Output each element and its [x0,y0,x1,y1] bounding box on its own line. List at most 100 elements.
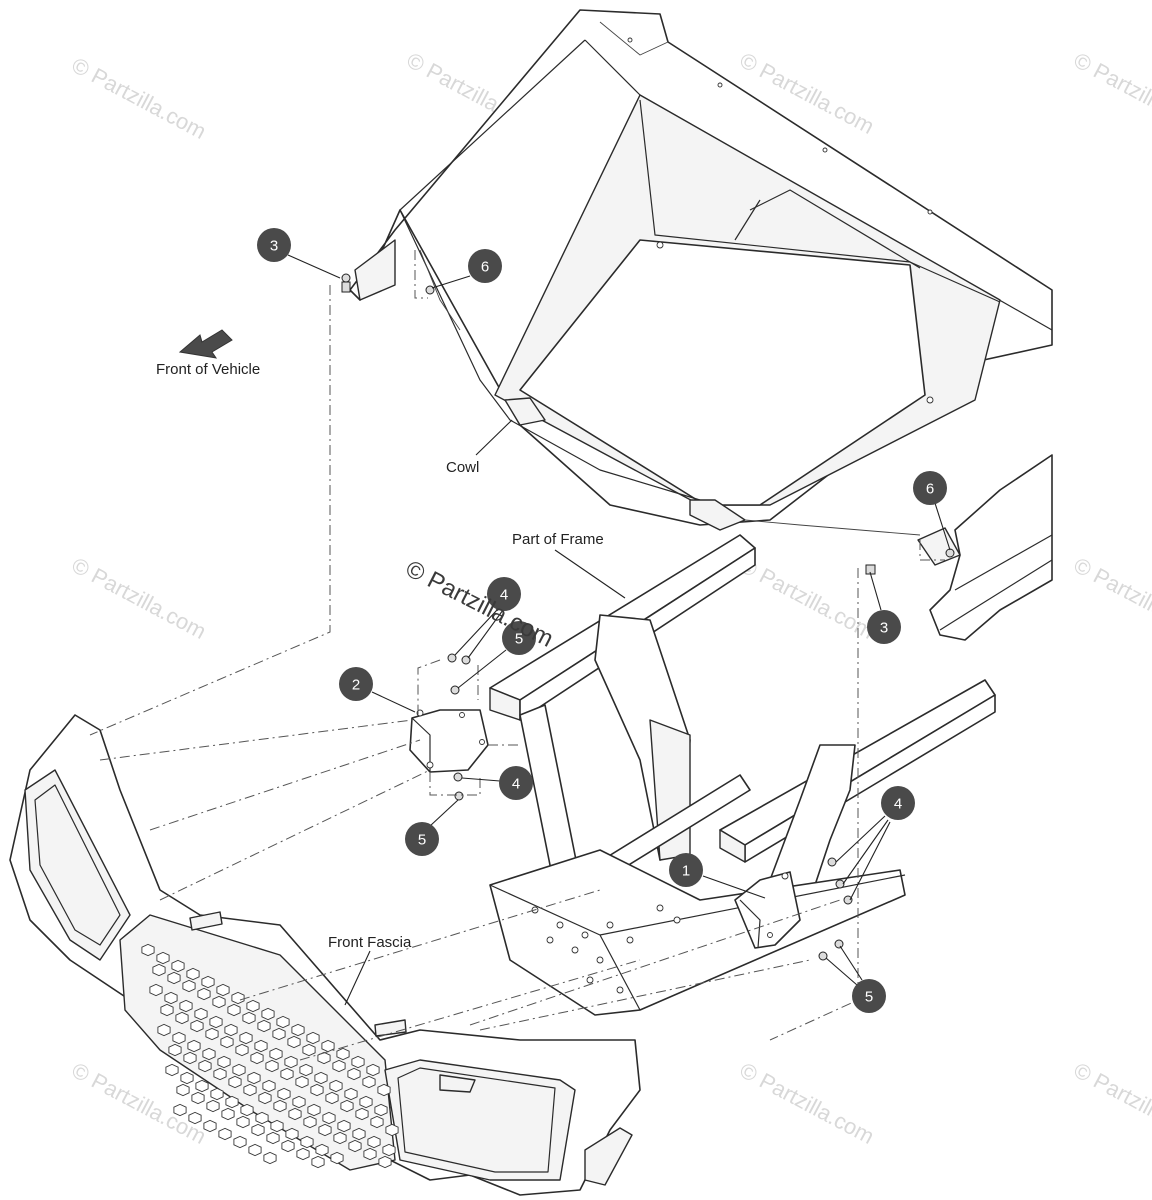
grille-cell [277,1087,291,1101]
grille-cell [239,1031,253,1045]
grille-cell [281,1139,295,1153]
grille-cell [217,1055,231,1069]
grille-cell [188,1111,202,1125]
callout-3-right: 3 [867,610,901,644]
grille-cell [152,963,166,977]
grille-cell [266,1131,280,1145]
grille-cell [195,1079,209,1093]
grille-cell [156,951,170,965]
grille-cell [141,943,155,957]
watermark: © Partzilla.com [1070,1057,1152,1149]
grille-cell [336,1047,350,1061]
callout-4-lower-left: 4 [499,766,533,800]
grille-cell [171,959,185,973]
arrow-icon [178,329,233,359]
grille-cell [321,1039,335,1053]
grille-cell [242,1011,256,1025]
grille-cell [233,1135,247,1149]
frame-label: Part of Frame [512,531,604,548]
grille-cell [377,1083,391,1097]
grille-cell [232,1063,246,1077]
fasteners [341,273,955,961]
grille-mesh [141,943,399,1169]
grille-cell [165,1063,179,1077]
grille-cell [250,1051,264,1065]
watermark-center: © Partzilla.com [401,555,557,652]
grille-cell [248,1143,262,1157]
grille-cell [220,1035,234,1049]
grille-cell [262,1079,276,1093]
grille-cell [218,1127,232,1141]
grille-cell [198,1059,212,1073]
svg-text:5: 5 [865,989,873,1006]
callout-4-upper-left: 4 [487,577,521,611]
grille-cell [362,1075,376,1089]
grille-cell [254,1039,268,1053]
grille-cell [329,1079,343,1093]
grille-cell [295,1075,309,1089]
callout-6-upper: 6 [468,249,502,283]
callout-5-lower-left: 5 [405,822,439,856]
grille-cell [307,1103,321,1117]
mount-bracket-right [734,871,801,949]
grille-cell [258,1091,272,1105]
grille-cell [291,1023,305,1037]
grille-cell [227,1003,241,1017]
grille-cell [382,1143,396,1157]
grille-cell [270,1119,284,1133]
grille-cell [284,1055,298,1069]
grille-cell [202,1047,216,1061]
callout-6-right: 6 [913,471,947,505]
callout-5-right: 5 [852,979,886,1013]
grille-cell [287,1035,301,1049]
grille-cell [182,979,196,993]
grille-cell [197,987,211,1001]
grille-cell [180,1071,194,1085]
grille-cell [285,1127,299,1141]
grille-cell [176,1083,190,1097]
watermark: © Partzilla.com [68,52,211,144]
grille-cell [243,1083,257,1097]
callout-2: 2 [339,667,373,701]
grille-cell [251,1123,265,1137]
grille-cell [340,1099,354,1113]
svg-text:5: 5 [515,631,523,648]
grille-cell [292,1095,306,1109]
grille-cell [235,1043,249,1057]
grille-cell [209,1015,223,1029]
callout-3-upper: 3 [257,228,291,262]
grille-cell [348,1139,362,1153]
grille-cell [257,1019,271,1033]
grille-cell [240,1103,254,1117]
grille-cell [300,1135,314,1149]
cowl-part [349,9,1053,531]
grille-cell [203,1119,217,1133]
grille-cell [272,1027,286,1041]
grille-cell [276,1015,290,1029]
grille-cell [296,1147,310,1161]
grille-cell [310,1083,324,1097]
grille-cell [322,1111,336,1125]
grille-cell [167,971,181,985]
watermark: © Partzilla.com [736,1057,879,1149]
grille-cell [366,1063,380,1077]
grille-cell [247,1071,261,1085]
grille-cell [344,1087,358,1101]
svg-text:3: 3 [270,238,278,255]
grille-cell [269,1047,283,1061]
svg-text:4: 4 [894,796,902,813]
grille-cell [236,1115,250,1129]
grille-cell [347,1067,361,1081]
grille-cell [355,1107,369,1121]
grille-cell [191,1091,205,1105]
grille-cell [164,991,178,1005]
callout-5-upper-left: 5 [502,621,536,655]
grille-cell [273,1099,287,1113]
grille-cell [190,1019,204,1033]
grille-cell [224,1023,238,1037]
grille-cell [228,1075,242,1089]
grille-cell [265,1059,279,1073]
grille-cell [206,1099,220,1113]
grille-cell [315,1143,329,1157]
grille-cell [201,975,215,989]
